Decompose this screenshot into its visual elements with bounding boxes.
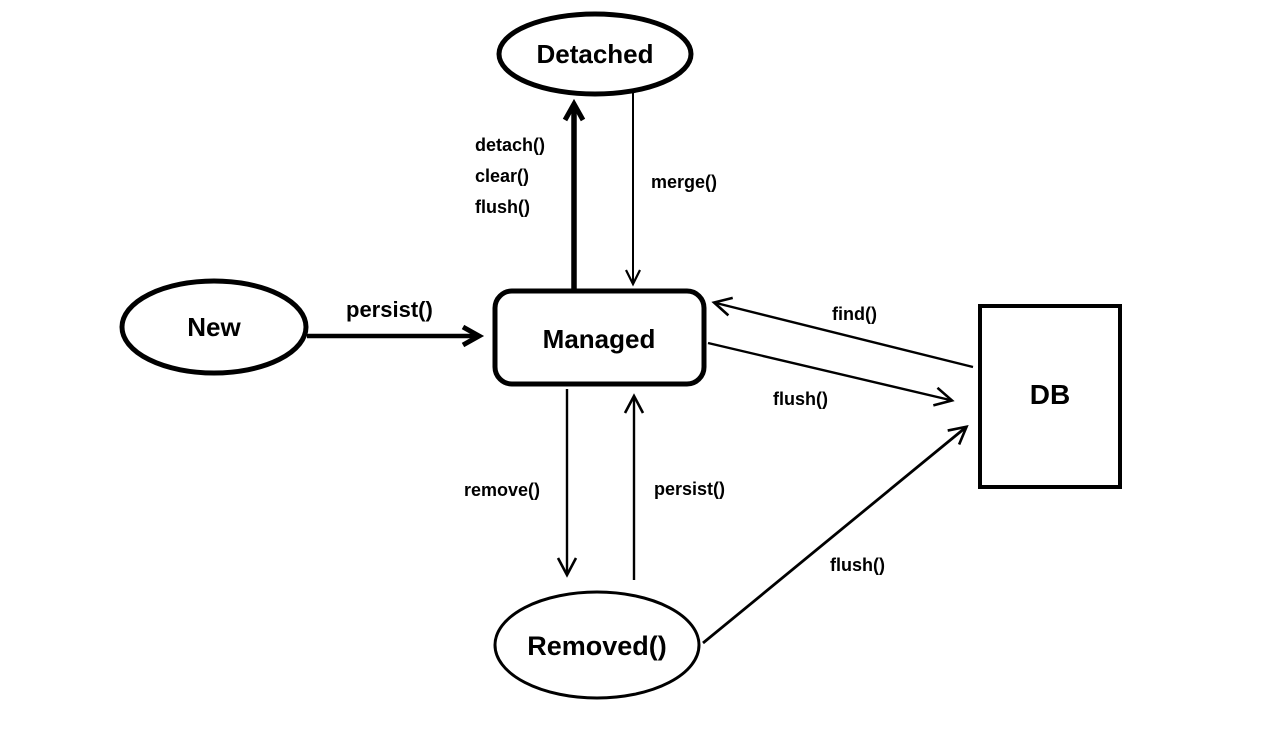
edge-managed-to-db: [707, 341, 955, 407]
label-detach: detach(): [475, 135, 545, 155]
label-flush-removed-db: flush(): [830, 555, 885, 575]
label-flush-top: flush(): [475, 197, 530, 217]
label-flush-managed-db: flush(): [773, 389, 828, 409]
label-remove: remove(): [464, 480, 540, 500]
node-detached: [496, 11, 694, 97]
node-new-label: New: [187, 312, 241, 342]
node-removed: [493, 590, 701, 700]
node-db-label: DB: [1030, 379, 1070, 410]
label-persist-new-managed: persist(): [346, 297, 433, 322]
label-find: find(): [832, 304, 877, 324]
node-new: [119, 278, 309, 376]
node-db: [978, 304, 1122, 489]
node-removed-label: Removed(): [527, 631, 667, 661]
label-persist-removed-managed: persist(): [654, 479, 725, 499]
label-clear: clear(): [475, 166, 529, 186]
node-managed-label: Managed: [543, 324, 656, 354]
edge-removed-to-db: [702, 424, 969, 645]
node-detached-label: Detached: [536, 39, 653, 69]
edge-db-to-managed: [711, 296, 974, 369]
label-merge: merge(): [651, 172, 717, 192]
node-managed: [492, 288, 707, 387]
